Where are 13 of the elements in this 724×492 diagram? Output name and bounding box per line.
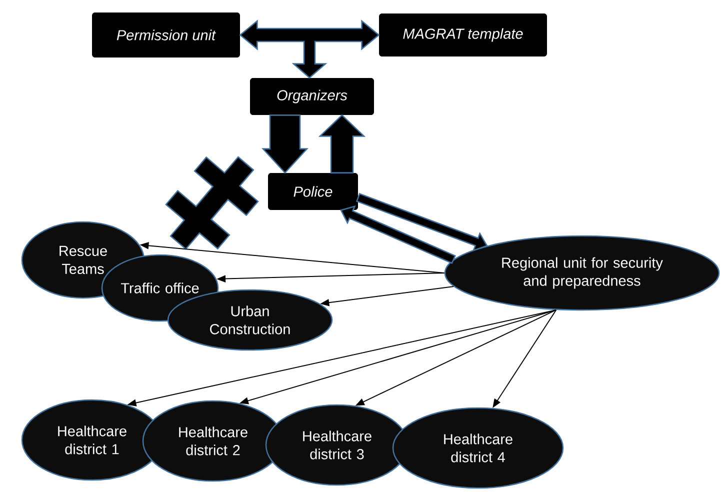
process-box: Organizers — [250, 78, 374, 115]
ellipse-node: Healthcare district 3 — [265, 404, 409, 486]
cross-shape — [165, 156, 259, 250]
block-arrow — [318, 114, 366, 174]
process-box: Police — [268, 173, 358, 210]
process-box: Permission unit — [92, 12, 240, 58]
block-arrow — [262, 114, 308, 174]
ellipse-node: Healthcare district 2 — [142, 400, 284, 482]
ellipse-node: Healthcare district 4 — [392, 407, 564, 489]
ellipse-node: Healthcare district 1 — [21, 399, 163, 481]
ellipse-node: Regional unit for security and preparedness — [444, 235, 720, 311]
node-label: Healthcare district 2 — [179, 426, 248, 456]
process-box: MAGRAT template — [379, 14, 547, 56]
